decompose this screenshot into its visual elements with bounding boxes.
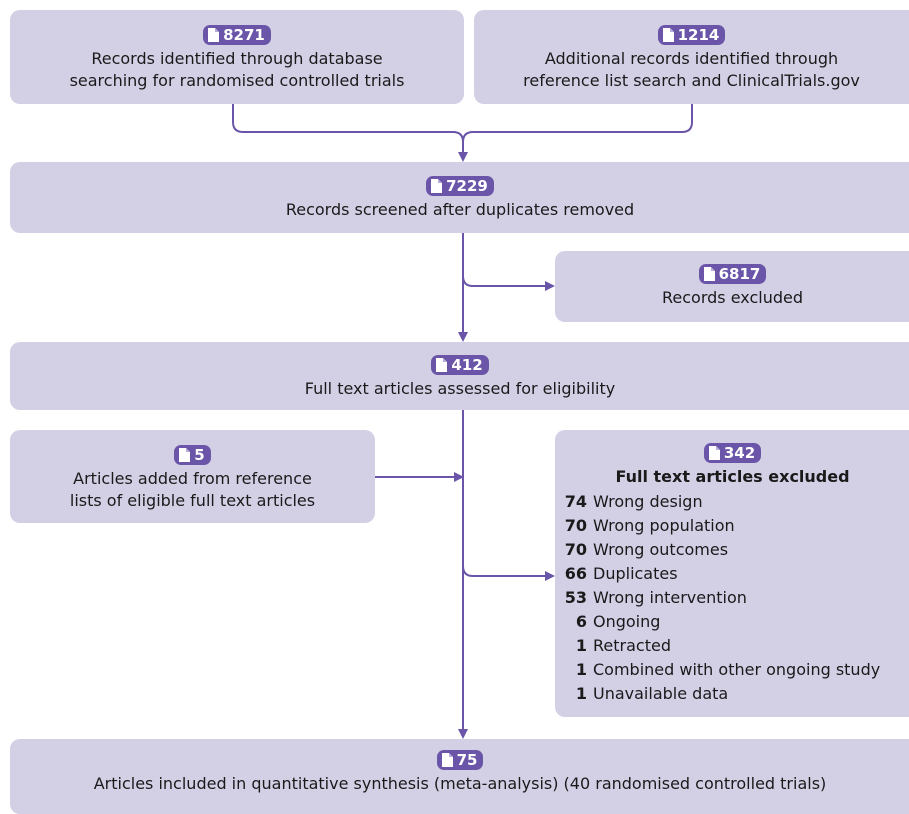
count-value: 342 (723, 444, 756, 462)
exclusion-reason: 70 Wrong population (555, 514, 909, 538)
count-badge: 8271 (203, 25, 271, 45)
box-text-line: Additional records identified through (544, 49, 839, 68)
box-text-line: Articles added from reference (73, 469, 312, 488)
box-assessed: 412 Full text articles assessed for elig… (10, 342, 909, 410)
exclusion-reason: 70 Wrong outcomes (555, 538, 909, 562)
document-icon (441, 753, 453, 767)
reason-label: Wrong intervention (593, 588, 747, 607)
reason-label: Combined with other ongoing study (593, 660, 881, 679)
box-records-excluded: 6817 Records excluded (555, 251, 909, 322)
document-icon (431, 179, 443, 193)
reason-label: Wrong design (593, 492, 703, 511)
count-badge: 75 (436, 750, 484, 770)
box-text-line: Articles included in quantitative synthe… (93, 774, 827, 793)
reason-count: 53 (564, 588, 587, 607)
count-value: 6817 (718, 265, 761, 283)
box-text-line: Records identified through database (91, 49, 383, 68)
reason-label: Wrong population (593, 516, 735, 535)
connector-db-merge (232, 104, 464, 143)
document-icon (208, 28, 220, 42)
box-text-line: lists of eligible full text articles (69, 491, 316, 510)
reason-count: 6 (575, 612, 587, 631)
count-value: 8271 (223, 26, 265, 44)
box-screened: 7229 Records screened after duplicates r… (10, 162, 909, 233)
count-badge: 342 (703, 443, 762, 463)
exclusion-reason: 1 Retracted (555, 634, 909, 658)
reason-label: Ongoing (593, 612, 661, 631)
reason-count: 66 (564, 564, 587, 583)
box-text-line: searching for randomised controlled tria… (69, 71, 405, 90)
exclusion-reason: 1 Unavailable data (555, 682, 909, 706)
document-icon (662, 28, 674, 42)
reason-label: Unavailable data (593, 684, 729, 703)
connector-other-merge (462, 104, 693, 143)
exclusion-reason: 6 Ongoing (555, 610, 909, 634)
box-articles-added: 5 Articles added from reference lists of… (10, 430, 375, 523)
count-value: 75 (456, 751, 478, 769)
box-text-line: Full text articles assessed for eligibil… (304, 379, 616, 398)
count-badge: 412 (431, 355, 489, 375)
count-badge: 7229 (426, 176, 494, 196)
count-value: 1214 (677, 26, 720, 44)
arrow-to-fulltext-excluded (462, 565, 555, 581)
box-identified-database: 8271 Records identified through database… (10, 10, 464, 104)
exclusion-reason: 74 Wrong design (555, 490, 909, 514)
reason-count: 1 (575, 636, 587, 655)
document-icon (436, 358, 448, 372)
document-icon (703, 267, 715, 281)
box-text-line: Records screened after duplicates remove… (285, 200, 635, 219)
count-badge: 1214 (657, 25, 726, 45)
reason-label: Duplicates (593, 564, 678, 583)
box-identified-other: 1214 Additional records identified throu… (474, 10, 909, 104)
count-badge: 6817 (698, 264, 767, 284)
box-included: 75 Articles included in quantitative syn… (10, 739, 909, 814)
reason-count: 74 (564, 492, 587, 511)
reason-count: 1 (575, 684, 587, 703)
count-value: 7229 (446, 177, 488, 195)
exclusion-title: Full text articles excluded (615, 467, 850, 486)
arrow-to-excluded (462, 275, 555, 291)
reason-count: 1 (575, 660, 587, 679)
reason-label: Wrong outcomes (593, 540, 729, 559)
reason-count: 70 (564, 516, 587, 535)
exclusion-reason: 66 Duplicates (555, 562, 909, 586)
exclusion-reason: 1 Combined with other ongoing study (555, 658, 909, 682)
box-text-line: Records excluded (662, 288, 803, 307)
document-icon (179, 448, 191, 462)
box-text-line: reference list search and ClinicalTrials… (523, 71, 860, 90)
reason-label: Retracted (593, 636, 671, 655)
exclusion-reason: 53 Wrong intervention (555, 586, 909, 610)
count-badge: 5 (174, 445, 211, 465)
reason-count: 70 (564, 540, 587, 559)
document-icon (708, 446, 720, 460)
count-value: 412 (451, 356, 483, 374)
count-value: 5 (194, 446, 205, 464)
